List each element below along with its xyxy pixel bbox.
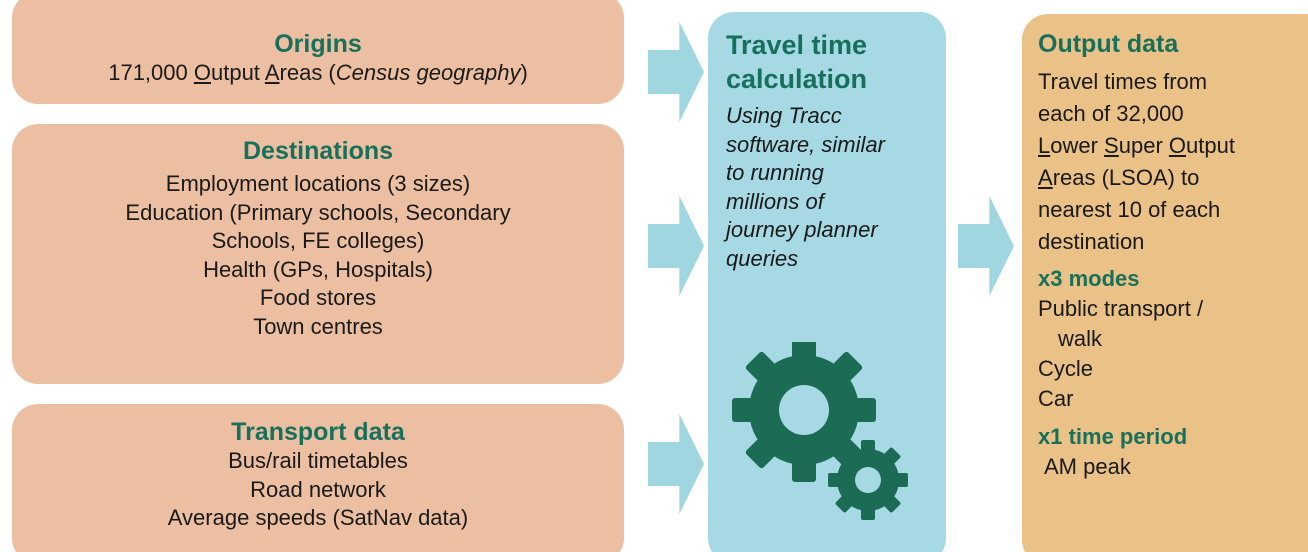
origins-word2-rest: reas ( [279, 60, 336, 85]
destinations-line: Schools, FE colleges) [211, 228, 425, 254]
output-description-line: Lower Super Output [1038, 130, 1304, 162]
output-description-line: nearest 10 of each [1038, 197, 1221, 222]
destinations-line: Food stores [259, 285, 377, 311]
destinations-line: Health (GPs, Hospitals) [203, 256, 433, 282]
mode-item: Car [1038, 386, 1074, 411]
origins-heading: Origins [274, 30, 362, 58]
lsoa-initial-s: S [1104, 133, 1119, 158]
lsoa-initial-o: O [1168, 133, 1187, 158]
lsoa-word-lower: ower [1050, 133, 1105, 158]
gears-icon [732, 342, 908, 520]
calculation-line: to running [726, 160, 824, 185]
origins-word1-rest: utput [210, 60, 265, 85]
destinations-box: Destinations Employment locations (3 siz… [12, 124, 624, 384]
origins-count: 171,000 [108, 60, 194, 85]
arrow-right-icon [648, 414, 704, 514]
arrow-right-icon [648, 196, 704, 296]
destinations-line: Employment locations (3 sizes) [165, 171, 471, 196]
calculation-heading-line: calculation [726, 64, 868, 94]
output-description-line: destination [1038, 229, 1145, 254]
origins-word1-initial: O [193, 60, 211, 85]
destinations-heading: Destinations [242, 137, 394, 165]
calculation-box: Travel time calculation Using Tracc soft… [708, 12, 946, 552]
mode-item: Cycle [1038, 356, 1094, 381]
lsoa-initial-a: A [1038, 165, 1053, 190]
destinations-line: Town centres [253, 313, 383, 339]
calculation-line: Using Tracc [726, 103, 842, 128]
output-description-line: each of 32,000 [1038, 101, 1184, 126]
calculation-heading-line: Travel time [726, 30, 868, 60]
time-period-value: AM peak [1044, 454, 1131, 479]
calculation-line: queries [726, 245, 799, 271]
origins-geography: Census geography [335, 60, 521, 85]
transport-box: Transport data Bus/rail timetables Road … [12, 404, 624, 552]
mode-item: Public transport / [1038, 296, 1204, 321]
mode-item: walk [1058, 326, 1103, 351]
calculation-heading: Travel time calculation [726, 28, 932, 96]
output-heading: Output data [1038, 30, 1179, 58]
output-box: Output data Travel times from each of 32… [1022, 14, 1308, 552]
lsoa-word-areas: reas (LSOA) to [1052, 165, 1200, 190]
origins-word2-initial: A [264, 60, 280, 85]
time-period-heading: x1 time period [1038, 424, 1188, 449]
lsoa-word-output: utput [1186, 133, 1235, 158]
lsoa-initial-l: L [1038, 133, 1051, 158]
small-gear-icon [828, 440, 908, 520]
large-gear-icon [732, 342, 876, 482]
arrow-right-icon [958, 196, 1014, 296]
origins-suffix: ) [520, 60, 528, 85]
origins-box: Origins 171,000 Output Areas (Census geo… [12, 0, 624, 104]
output-description-line: Travel times from [1038, 69, 1208, 94]
transport-line: Bus/rail timetables [228, 448, 408, 473]
output-description-line: Areas (LSOA) to [1038, 162, 1304, 194]
arrow-right-icon [648, 22, 704, 122]
transport-heading: Transport data [231, 418, 405, 446]
calculation-line: journey planner [726, 217, 878, 242]
calculation-line: millions of [726, 188, 824, 214]
lsoa-word-super: uper [1118, 133, 1169, 158]
destinations-line: Education (Primary schools, Secondary [125, 199, 511, 225]
transport-line: Average speeds (SatNav data) [167, 505, 469, 531]
modes-heading: x3 modes [1038, 266, 1140, 291]
transport-line: Road network [250, 476, 386, 502]
calculation-line: software, similar [726, 131, 885, 157]
origins-description: 171,000 Output Areas (Census geography) [12, 59, 624, 88]
calculation-description: Using Tracc software, similar to running… [726, 102, 932, 273]
